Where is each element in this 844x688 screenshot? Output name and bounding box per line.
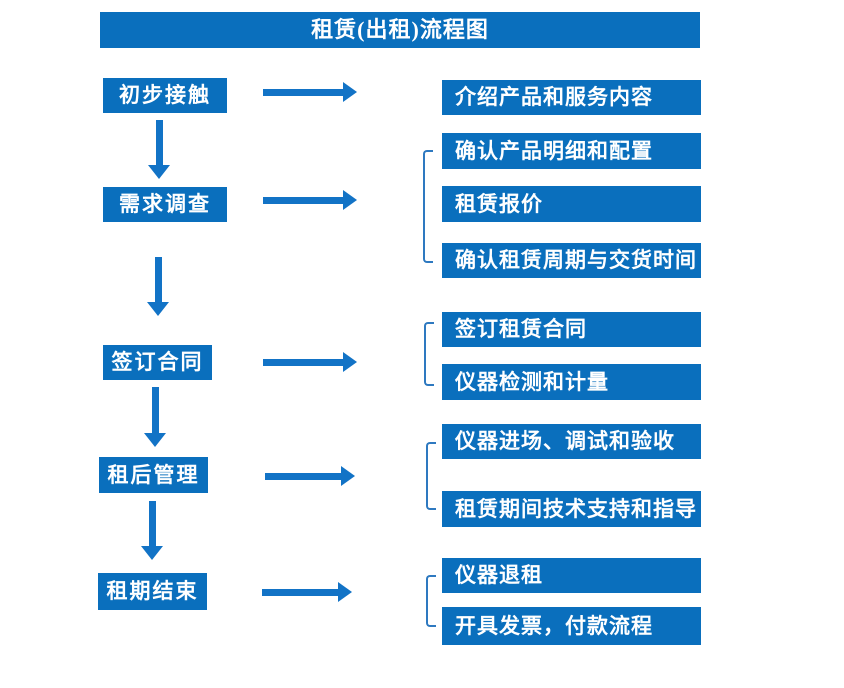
right-arrow-2 [263,190,357,210]
down-arrow-3 [144,387,166,447]
flowchart-title: 租赁(出租)流程图 [100,12,700,48]
detail-box-instrument-setup-acceptance: 仪器进场、调试和验收 [442,424,701,459]
detail-box-confirm-product-details: 确认产品明细和配置 [442,133,701,169]
detail-box-rental-quote: 租赁报价 [442,186,701,222]
detail-box-confirm-rental-period: 确认租赁周期与交货时间 [442,243,701,278]
detail-box-sign-rental-contract: 签订租赁合同 [442,312,701,347]
detail-box-instrument-inspection: 仪器检测和计量 [442,364,701,400]
detail-box-instrument-return: 仪器退租 [442,558,701,593]
down-arrow-1 [148,120,170,179]
group-bracket-sign-contract [424,322,434,386]
detail-box-invoice-payment: 开具发票，付款流程 [442,607,701,645]
step-box-initial-contact: 初步接触 [103,78,227,113]
detail-box-introduce-products: 介绍产品和服务内容 [442,80,701,115]
right-arrow-5 [262,582,352,602]
group-bracket-lease-end [426,575,436,627]
group-bracket-demand-survey [423,150,433,263]
down-arrow-4 [141,501,163,560]
right-arrow-1 [263,82,357,102]
step-box-sign-contract: 签订合同 [103,345,212,380]
detail-box-tech-support: 租赁期间技术支持和指导 [442,491,701,527]
step-box-lease-end: 租期结束 [98,573,207,610]
step-box-demand-survey: 需求调查 [103,187,227,222]
step-box-post-rental-management: 租后管理 [99,457,208,493]
right-arrow-3 [263,352,357,372]
down-arrow-2 [147,257,169,316]
group-bracket-post-rental [426,442,436,510]
right-arrow-4 [265,466,355,486]
